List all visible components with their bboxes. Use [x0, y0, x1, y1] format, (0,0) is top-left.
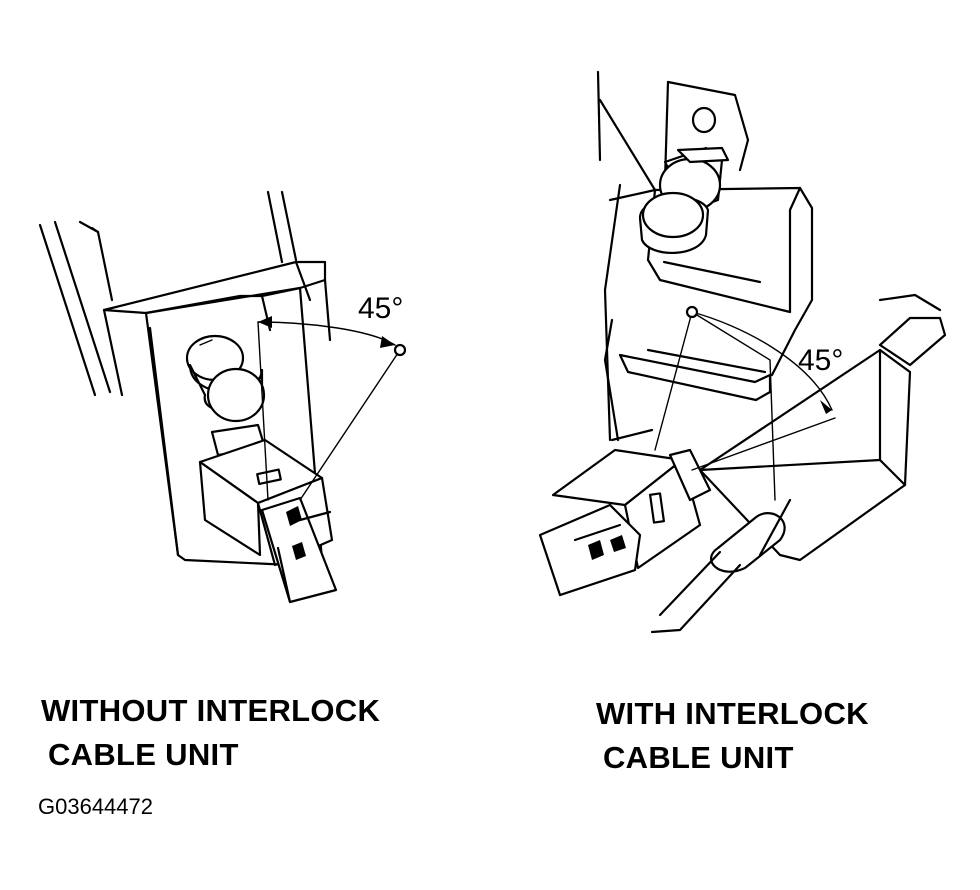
left-angle-label: 45°: [358, 292, 403, 325]
left-view-illustration: 45°: [38, 190, 407, 604]
right-stopper-bolt: [638, 146, 730, 254]
right-stop-light-switch: [538, 448, 712, 597]
right-interlock-cable-unit: [650, 293, 947, 634]
left-stopper-bolt: [185, 334, 266, 423]
left-caption-line2: CABLE UNIT: [48, 737, 239, 772]
right-angle-label: 45°: [798, 344, 843, 377]
figure-code: G03644472: [38, 794, 153, 819]
left-caption-line1: WITHOUT INTERLOCK: [41, 693, 381, 728]
right-angle-indicator: [654, 305, 836, 501]
right-bracket: [596, 70, 814, 442]
left-stop-light-switch: [198, 423, 338, 604]
right-caption-line2: CABLE UNIT: [603, 740, 794, 775]
right-view-illustration: 45°: [538, 70, 947, 634]
left-column-lines: [38, 190, 298, 397]
left-angle-indicator: [257, 316, 407, 501]
right-caption-line1: WITH INTERLOCK: [596, 696, 869, 731]
